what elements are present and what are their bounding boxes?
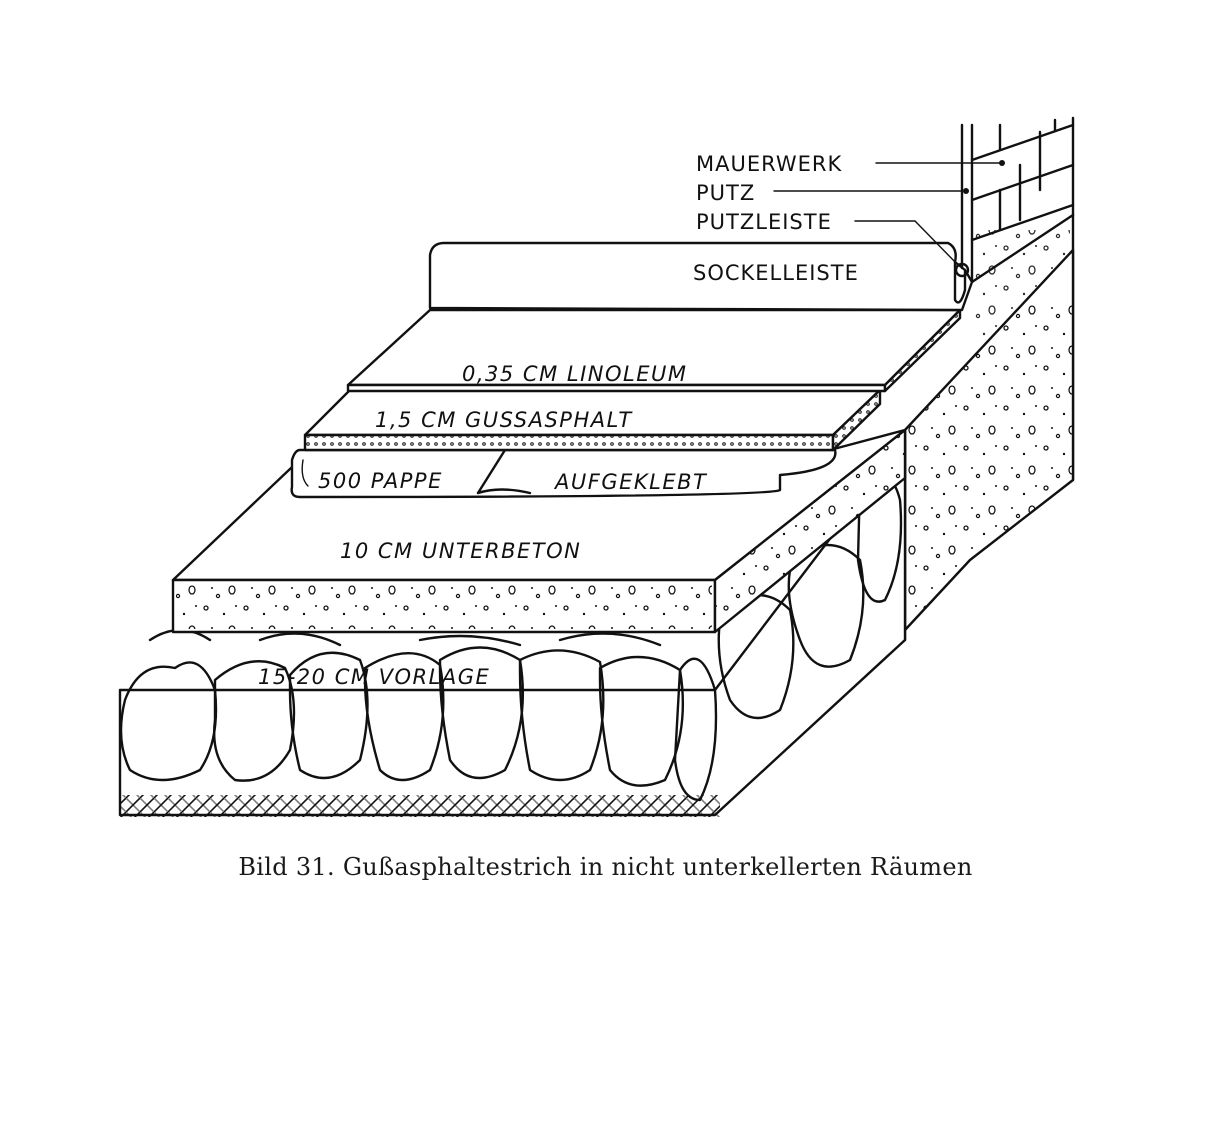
label-putzleiste: PUTZLEISTE — [696, 210, 832, 234]
label-vorlage: 15-20 CM VORLAGE — [258, 665, 490, 689]
label-linoleum: 0,35 CM LINOLEUM — [462, 362, 687, 386]
leader-putzleiste — [854, 220, 959, 266]
skirting-board — [428, 241, 974, 312]
label-mauerwerk: MAUERWERK — [696, 152, 842, 176]
leader-dot-putz — [963, 188, 969, 194]
leader-dot-mauerwerk — [999, 160, 1005, 166]
label-putz: PUTZ — [696, 181, 755, 205]
label-gussasphalt: 1,5 CM GUSSASPHALT — [375, 408, 633, 432]
label-unterbeton: 10 CM UNTERBETON — [340, 539, 581, 563]
label-sockelleiste: SOCKELLEISTE — [693, 261, 859, 285]
label-pappe: 500 PAPPE — [318, 469, 443, 493]
figure-caption: Bild 31. Gußasphaltestrich in nicht unte… — [238, 853, 973, 881]
cardboard-layer — [290, 448, 837, 499]
rubble-base-layer — [118, 438, 907, 817]
label-aufgeklebt: AUFGEKLEBT — [553, 470, 708, 494]
leader-lines — [773, 160, 1005, 266]
